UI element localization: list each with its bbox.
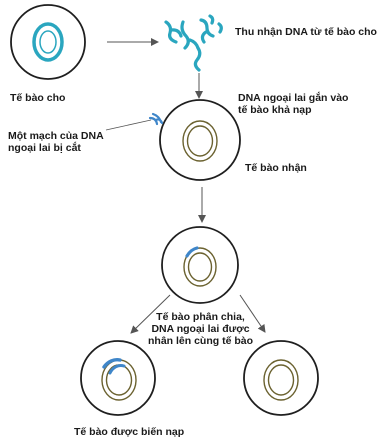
label-cell-division: Tế bào phân chia, DNA ngoại lai được nhâ… [148,311,254,347]
label-transformed-cell: Tế bào được biến nạp [74,426,185,438]
transformed-daughter-cell [80,340,156,416]
arrow-to-left-daughter [130,294,171,334]
donor-cell [10,4,86,80]
integrated-dna-segment [185,246,199,258]
label-strand-cut: Một mạch của DNA ngoại lai bị cắt [8,130,104,154]
extracted-dna-fragments [164,14,223,72]
daughter-cell-right [243,340,319,416]
dividing-cell [161,226,239,304]
strand-pointer-line [105,119,152,131]
recipient-cell [148,99,241,181]
label-dna-attach: DNA ngoại lai gắn vào tế bào khả nạp [238,92,349,116]
arrow-to-right-daughter [239,294,266,333]
transformed-dna-segment [102,358,122,369]
label-recipient-cell: Tế bào nhận [245,162,307,174]
label-extract-dna: Thu nhận DNA từ tế bào cho [235,26,377,38]
label-donor-cell: Tế bào cho [10,92,66,104]
attached-dna-strand [148,112,164,126]
